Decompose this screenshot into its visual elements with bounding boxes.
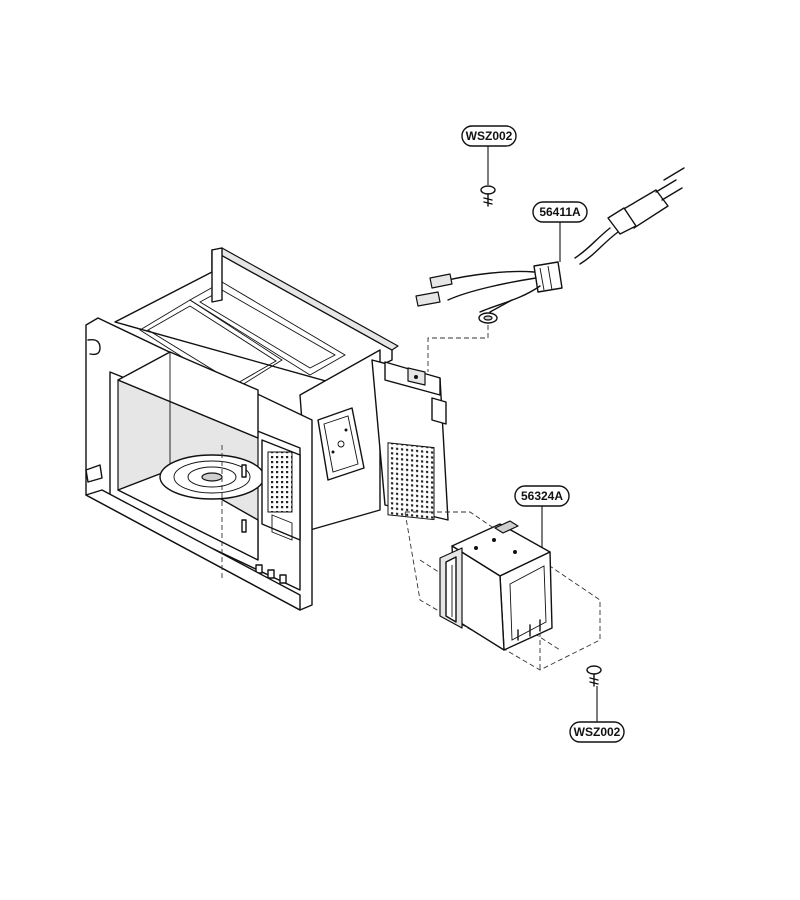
callout-screw-bottom: WSZ002	[569, 686, 625, 743]
callout-label-screw-top: WSZ002	[466, 129, 513, 143]
screw-bottom	[586, 665, 602, 687]
magnetron	[404, 511, 601, 671]
power-cord-assembly	[415, 167, 685, 372]
callout-screw-top: WSZ002	[461, 125, 517, 185]
callout-label-screw-bottom: WSZ002	[574, 725, 621, 739]
callout-label-power-cord: 56411A	[539, 205, 581, 219]
microwave-cavity	[85, 247, 449, 611]
callout-power-cord: 56411A	[532, 201, 588, 262]
callout-label-magnetron: 56324A	[521, 489, 563, 503]
screw-top	[480, 185, 496, 207]
callout-magnetron: 56324A	[514, 485, 570, 548]
